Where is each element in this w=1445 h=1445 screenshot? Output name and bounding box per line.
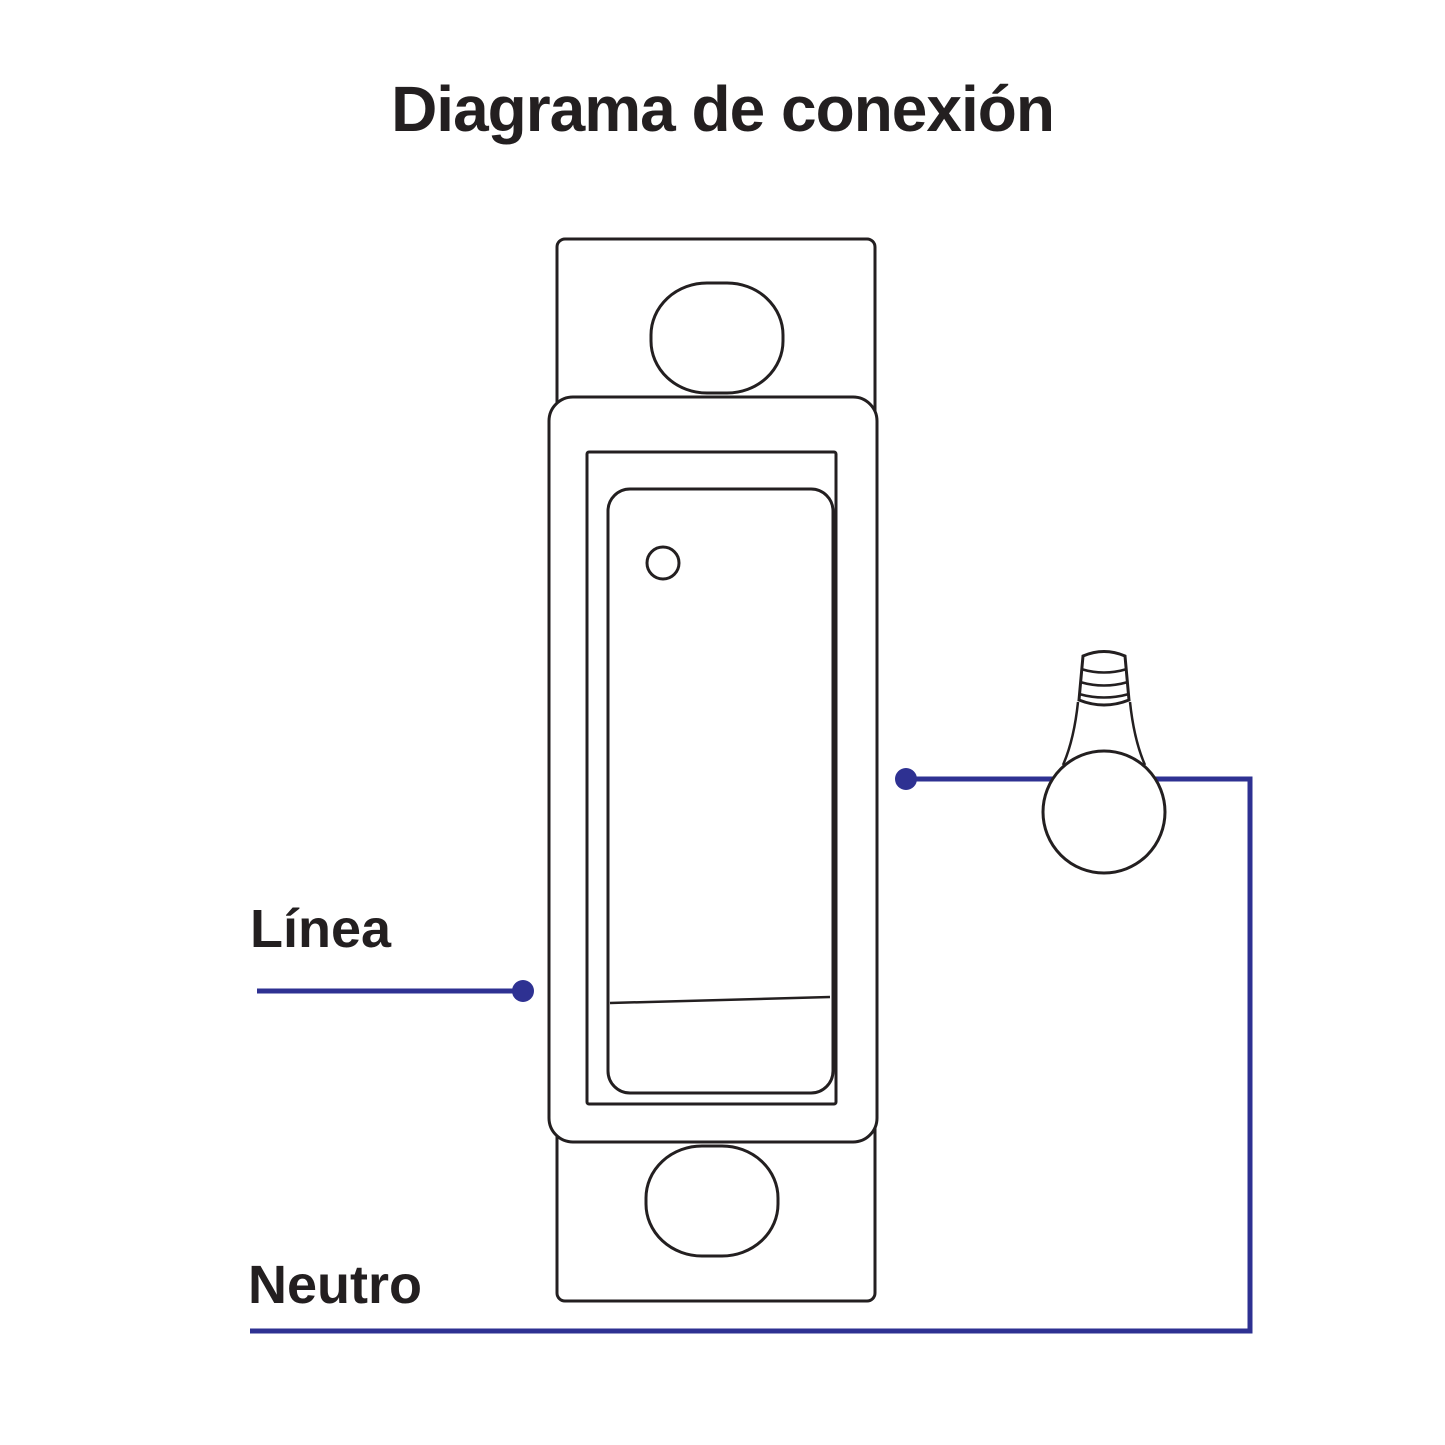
bulb-screw-ridge xyxy=(1078,692,1130,699)
bulb-screw-ridge xyxy=(1079,680,1129,687)
line-label: Línea xyxy=(250,899,392,959)
bulb-screw-ridge xyxy=(1080,667,1128,674)
load-terminal-dot xyxy=(895,768,917,790)
rocker-divider-line xyxy=(609,995,831,1005)
bulb-neck-right xyxy=(1128,701,1147,766)
rocker-indicator-dot xyxy=(645,545,681,581)
rocker xyxy=(606,487,835,1095)
bulb-screw-cap xyxy=(1077,650,1131,707)
mounting-ear-top xyxy=(649,281,785,395)
neutral-label: Neutro xyxy=(248,1255,422,1315)
diagram-title: Diagrama de conexión xyxy=(391,73,1055,145)
bulb-globe xyxy=(1041,749,1167,875)
bulb-neck-left xyxy=(1061,701,1080,766)
line-terminal-dot xyxy=(512,980,534,1002)
mounting-ear-bottom xyxy=(644,1144,780,1258)
light-bulb-icon xyxy=(1041,650,1167,875)
rocker-switch-icon xyxy=(547,237,879,1303)
